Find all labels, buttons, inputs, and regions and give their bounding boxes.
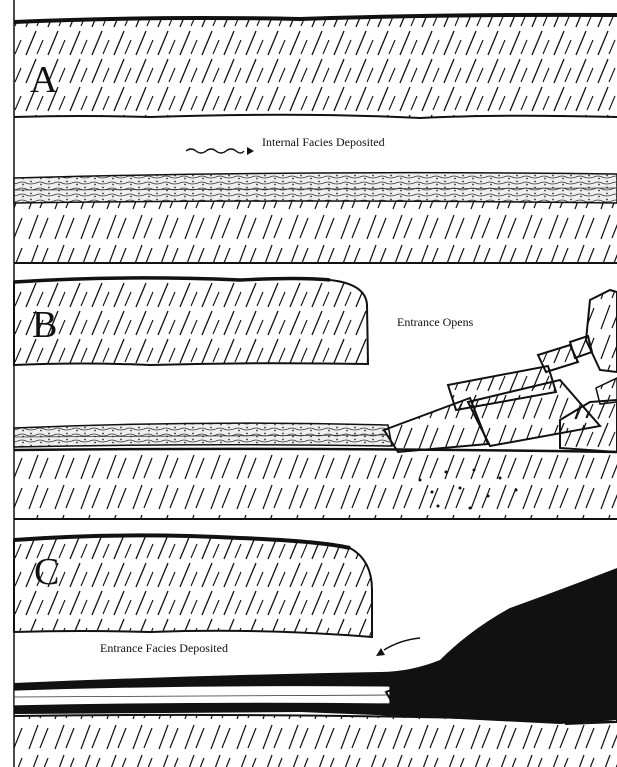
panel-c-letter: C bbox=[34, 551, 59, 593]
panel-c-floor-rock bbox=[14, 715, 617, 767]
panel-b: B Entrance Opens bbox=[14, 278, 617, 519]
curved-arrow-left-icon bbox=[376, 638, 420, 656]
panel-b-caption: Entrance Opens bbox=[397, 315, 474, 329]
panel-a-letter: A bbox=[30, 59, 58, 101]
panel-b-ceiling-rock bbox=[14, 278, 368, 365]
panel-a-ceiling-rock bbox=[14, 15, 617, 118]
panel-c-ceiling-rock bbox=[14, 535, 372, 637]
panel-a-caption: Internal Facies Deposited bbox=[262, 135, 385, 149]
panel-b-floor-rock bbox=[14, 451, 617, 518]
panel-a: A Internal Facies Deposited bbox=[14, 15, 617, 263]
panel-c-breakdown-blocks bbox=[386, 578, 617, 724]
wavy-arrow-right-icon bbox=[186, 147, 254, 155]
panel-a-floor-rock bbox=[14, 201, 617, 262]
panel-a-sediment-layer bbox=[14, 173, 617, 203]
panel-b-letter: B bbox=[32, 304, 57, 346]
panel-c: C Entrance Facies Deposited bbox=[14, 535, 617, 767]
panel-c-caption: Entrance Facies Deposited bbox=[100, 641, 228, 655]
